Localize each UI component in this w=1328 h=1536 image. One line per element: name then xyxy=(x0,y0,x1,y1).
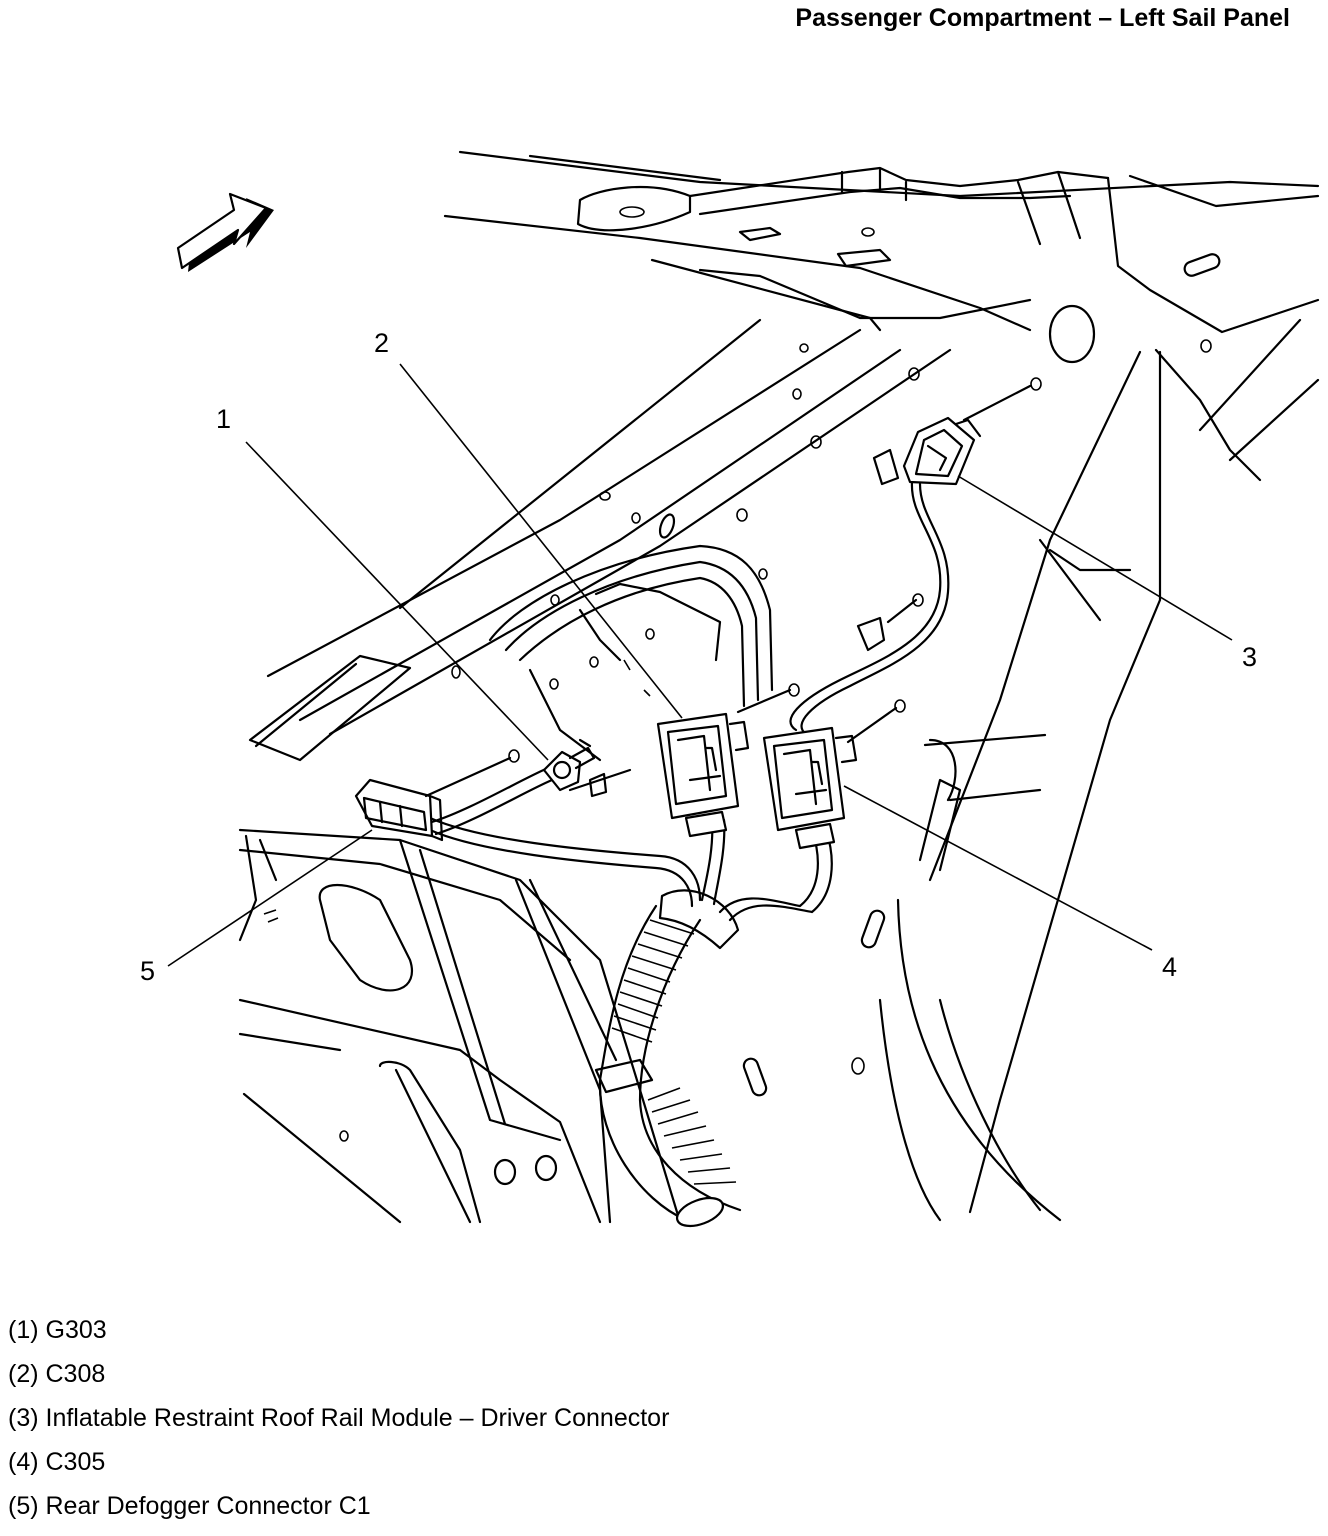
callout-1: 1 xyxy=(216,404,231,434)
connector-rear-defogger-c1 xyxy=(354,778,444,842)
leader-line-3 xyxy=(957,475,1233,641)
callout-4: 4 xyxy=(1162,952,1177,982)
connector-c305 xyxy=(762,726,858,850)
ground-g303 xyxy=(542,738,596,792)
legend-item-g303: (1) G303 xyxy=(8,1316,107,1344)
legend-item-roof-rail-module-connector: (3) Inflatable Restraint Roof Rail Modul… xyxy=(8,1404,670,1432)
harness-wires xyxy=(428,480,950,922)
wiring-harness-conduit xyxy=(594,889,742,1228)
page-title: Passenger Compartment – Left Sail Panel xyxy=(795,4,1290,32)
leader-line-1 xyxy=(245,441,549,761)
legend-item-rear-defogger-connector: (5) Rear Defogger Connector C1 xyxy=(8,1492,371,1520)
component-legend: (1) G303 (2) C308 (3) Inflatable Restrai… xyxy=(8,1316,1308,1536)
fasteners xyxy=(424,377,1042,798)
leader-lines xyxy=(167,363,1233,967)
callout-5: 5 xyxy=(140,956,155,986)
callout-2: 2 xyxy=(374,328,389,358)
lower-trim-panels xyxy=(238,828,682,1224)
leader-line-4 xyxy=(843,785,1153,951)
inner-panel-channel xyxy=(451,343,920,762)
legend-item-c308: (2) C308 xyxy=(8,1360,106,1388)
callout-3: 3 xyxy=(1242,642,1257,672)
sail-panel-illustration: 1 2 3 4 5 xyxy=(140,150,1320,1228)
leader-line-5 xyxy=(167,829,373,967)
legend-item-c305: (4) C305 xyxy=(8,1448,106,1476)
sail-panel-pillar xyxy=(248,304,1320,1222)
connector-roof-rail-module xyxy=(872,416,982,486)
connector-c308 xyxy=(656,712,750,838)
roof-rail xyxy=(443,150,1320,334)
leader-line-2 xyxy=(399,363,683,719)
view-direction-arrow-icon xyxy=(176,192,274,272)
